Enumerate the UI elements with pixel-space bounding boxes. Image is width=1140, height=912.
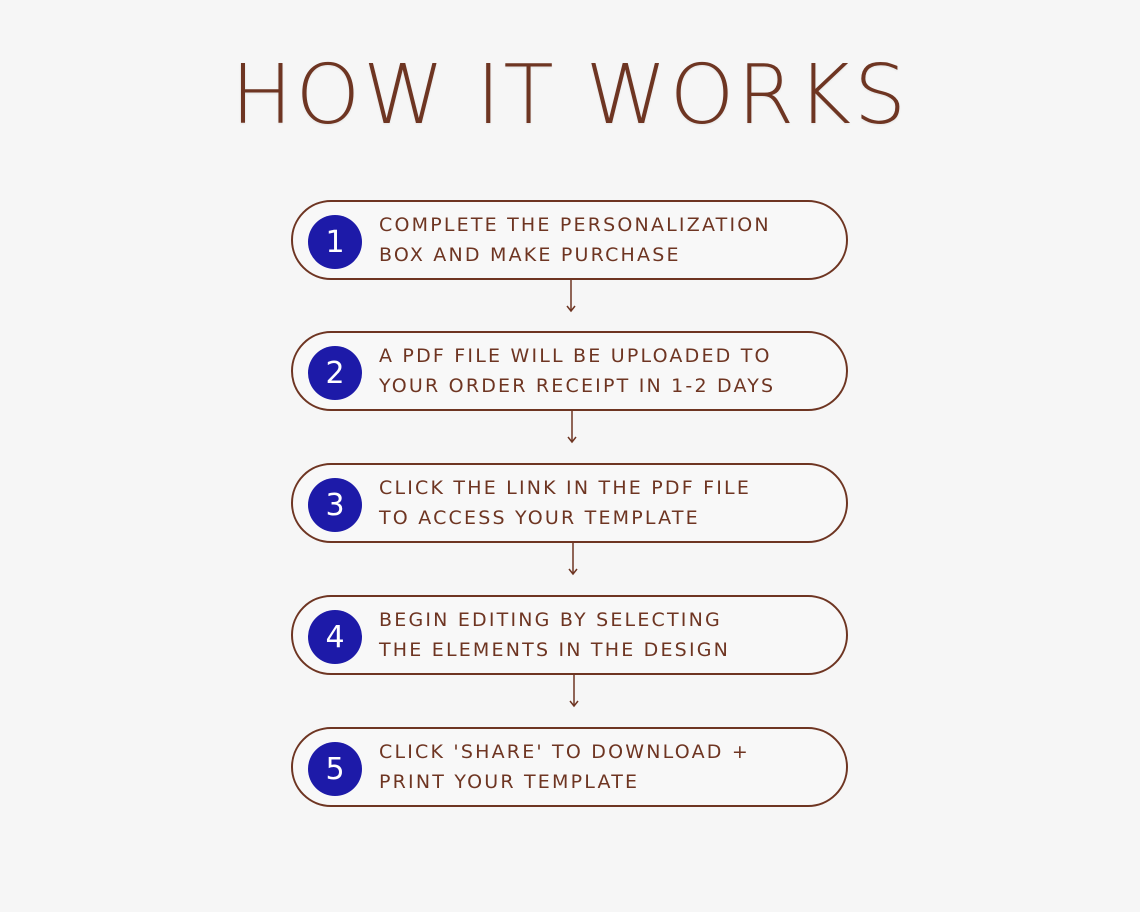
step-1-card: 1 COMPLETE THE PERSONALIZATION BOX AND M… (291, 200, 848, 280)
arrow-down-icon (568, 543, 578, 576)
step-5-line-2: PRINT YOUR TEMPLATE (379, 771, 640, 793)
step-5-line-1: CLICK 'SHARE' TO DOWNLOAD + (379, 741, 750, 763)
step-1-line-2: BOX AND MAKE PURCHASE (379, 244, 681, 266)
step-3-line-2: TO ACCESS YOUR TEMPLATE (379, 507, 700, 529)
step-3-line-1: CLICK THE LINK IN THE PDF FILE (379, 477, 752, 499)
arrow-down-icon (566, 280, 576, 313)
step-4-card: 4 BEGIN EDITING BY SELECTING THE ELEMENT… (291, 595, 848, 675)
step-2-card: 2 A PDF FILE WILL BE UPLOADED TO YOUR OR… (291, 331, 848, 411)
step-3-text: CLICK THE LINK IN THE PDF FILE TO ACCESS… (379, 473, 839, 533)
step-2-text: A PDF FILE WILL BE UPLOADED TO YOUR ORDE… (379, 341, 839, 401)
step-2-line-1: A PDF FILE WILL BE UPLOADED TO (379, 345, 772, 367)
step-4-text: BEGIN EDITING BY SELECTING THE ELEMENTS … (379, 605, 839, 665)
step-1-number-badge: 1 (308, 215, 362, 269)
step-5-card: 5 CLICK 'SHARE' TO DOWNLOAD + PRINT YOUR… (291, 727, 848, 807)
step-2-number-badge: 2 (308, 346, 362, 400)
arrow-down-icon (567, 411, 577, 444)
arrow-down-icon (569, 675, 579, 708)
page-title: HOW IT WORKS (230, 48, 910, 143)
step-1-line-1: COMPLETE THE PERSONALIZATION (379, 214, 771, 236)
step-1-text: COMPLETE THE PERSONALIZATION BOX AND MAK… (379, 210, 839, 270)
step-4-line-1: BEGIN EDITING BY SELECTING (379, 609, 722, 631)
step-4-line-2: THE ELEMENTS IN THE DESIGN (379, 639, 731, 661)
step-2-line-2: YOUR ORDER RECEIPT IN 1-2 DAYS (379, 375, 776, 397)
step-3-number-badge: 3 (308, 478, 362, 532)
step-3-card: 3 CLICK THE LINK IN THE PDF FILE TO ACCE… (291, 463, 848, 543)
step-5-text: CLICK 'SHARE' TO DOWNLOAD + PRINT YOUR T… (379, 737, 839, 797)
step-4-number-badge: 4 (308, 610, 362, 664)
step-5-number-badge: 5 (308, 742, 362, 796)
